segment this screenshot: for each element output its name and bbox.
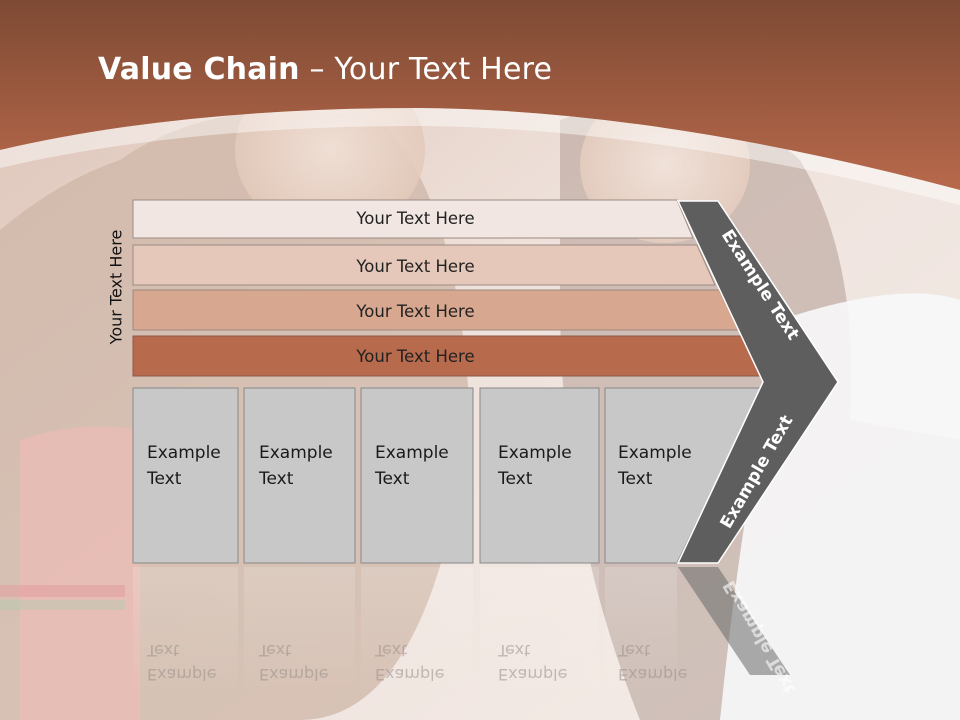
box-5-label: Example Text xyxy=(618,443,692,489)
reflection xyxy=(133,567,677,697)
title-bold: Value Chain xyxy=(98,52,300,87)
chevron-reflection xyxy=(678,567,790,675)
box-1-reflection: Example Text xyxy=(147,641,217,684)
box-2-label: Example Text xyxy=(259,443,333,489)
box-1 xyxy=(132,387,239,564)
box-3 xyxy=(360,387,474,564)
box-2 xyxy=(243,387,356,564)
box-4-label: Example Text xyxy=(498,443,572,489)
header-band xyxy=(0,0,960,205)
bar-2 xyxy=(132,244,716,286)
bar-2-label: Your Text Here xyxy=(356,257,475,276)
box-4 xyxy=(479,387,600,564)
box-3-reflection: Example Text xyxy=(375,641,445,684)
bar-4-label: Your Text Here xyxy=(356,347,475,366)
box-4-reflection: Example Text xyxy=(498,641,568,684)
box-5-reflection: Example Text xyxy=(618,641,688,684)
box-1-label: Example Text xyxy=(147,443,221,489)
title-rest: – Your Text Here xyxy=(299,52,553,87)
box-2-reflection: Example Text xyxy=(259,641,329,684)
margin-chevron xyxy=(676,200,839,564)
bar-1 xyxy=(132,199,694,239)
slide-title: Value Chain – Your Text Here xyxy=(98,52,552,87)
box-3-label: Example Text xyxy=(375,443,449,489)
box-5 xyxy=(604,387,763,564)
bar-3-label: Your Text Here xyxy=(356,302,475,321)
bar-1-label: Your Text Here xyxy=(356,209,475,228)
